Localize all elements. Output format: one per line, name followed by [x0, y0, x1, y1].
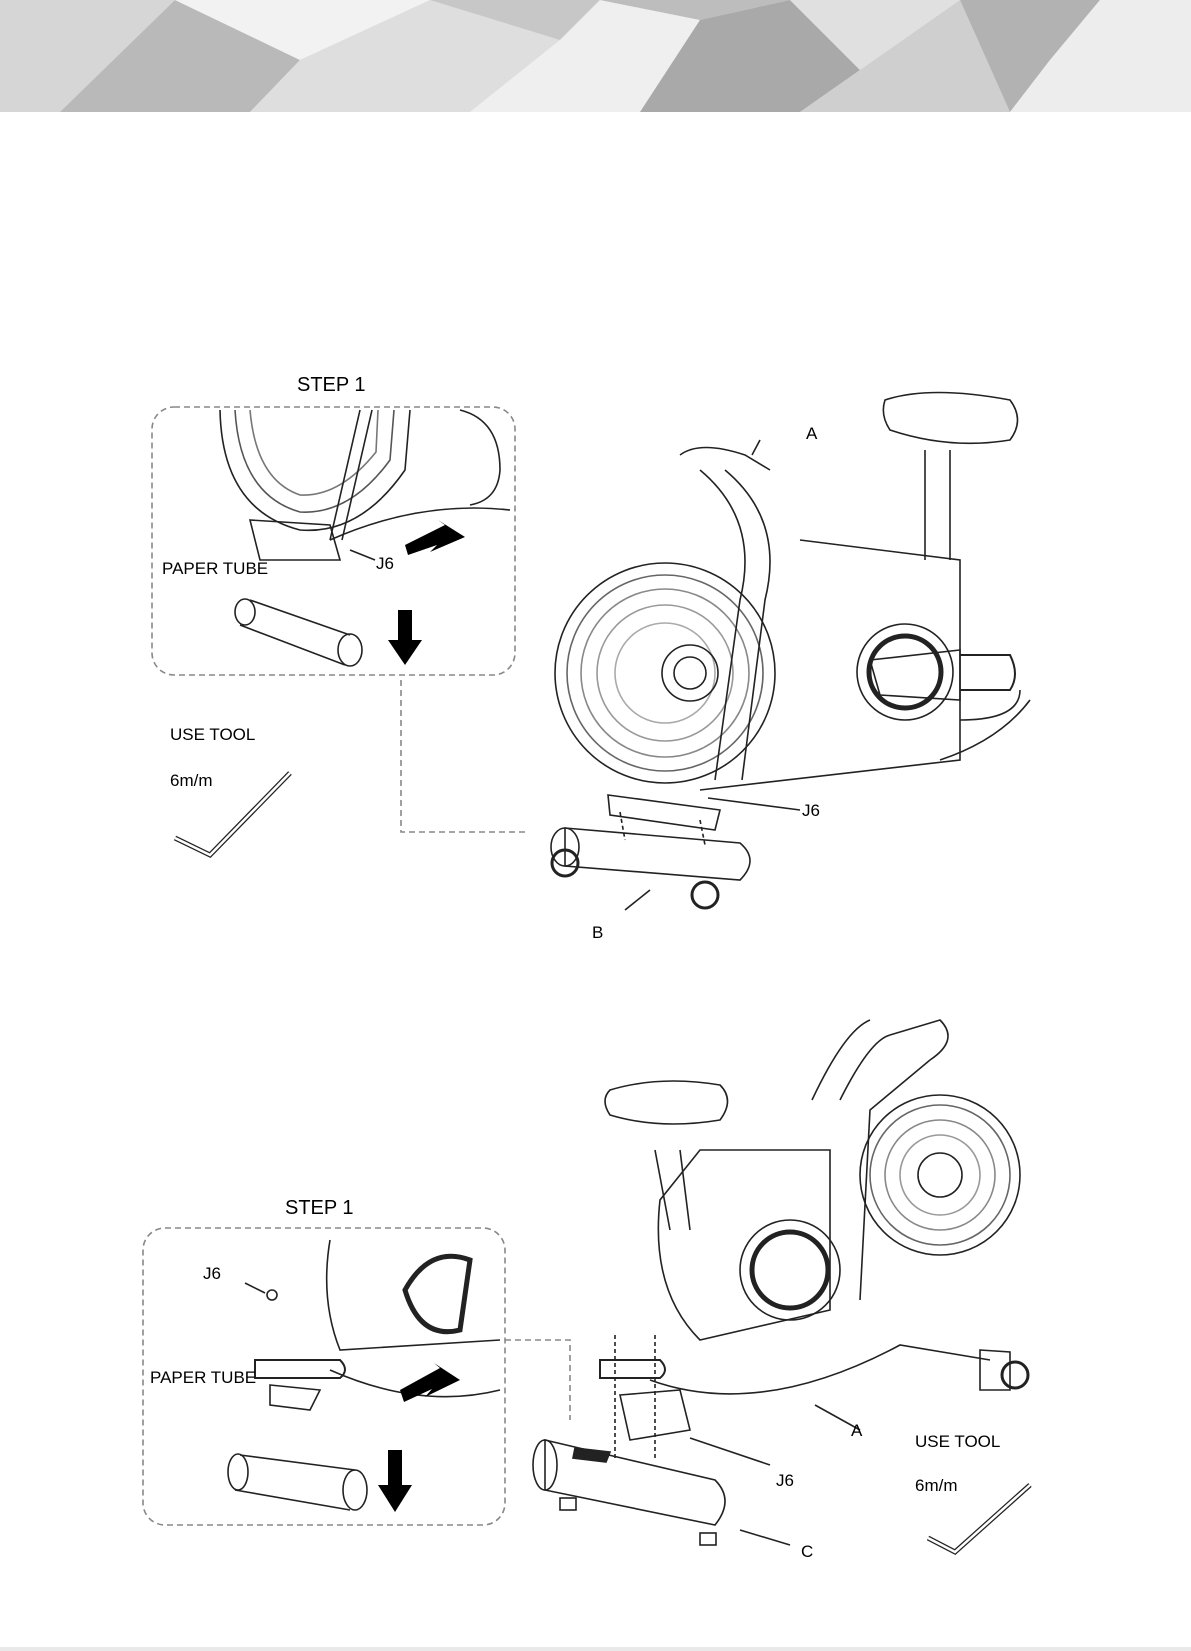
bolt-label-main-2: J6	[776, 1472, 794, 1489]
bolt-label-inset-2: J6	[203, 1265, 221, 1282]
arrow-down-1	[388, 610, 422, 665]
use-tool-label-1: USE TOOL	[170, 726, 255, 743]
flywheel-2	[740, 1220, 840, 1320]
part-label-a-1: A	[806, 425, 817, 442]
paper-tube-label-2: PAPER TUBE	[150, 1369, 256, 1386]
inset-paper-tube-1	[240, 600, 350, 665]
step-title-2: STEP 1	[285, 1198, 354, 1218]
part-label-c: C	[801, 1543, 813, 1560]
seat-2	[605, 1081, 728, 1124]
part-label-b: B	[592, 924, 603, 941]
tool-size-label-1: 6m/m	[170, 772, 213, 789]
bolt-label-inset-1: J6	[376, 555, 394, 572]
frame-arm-1	[700, 470, 770, 780]
allen-key-2	[928, 1485, 1030, 1552]
part-label-a-2: A	[851, 1422, 862, 1439]
stabilizer-b	[565, 828, 750, 880]
frame-arm-2	[812, 1020, 948, 1300]
fan-1	[555, 563, 775, 783]
tool-size-label-2: 6m/m	[915, 1477, 958, 1494]
dashed-leader-1	[401, 680, 525, 832]
seat-post-2	[655, 1150, 690, 1230]
arrow-down-2	[378, 1450, 412, 1512]
inset-frame-1	[152, 407, 515, 675]
inset-flywheel-2	[405, 1256, 470, 1331]
bolt-label-main-1: J6	[802, 802, 820, 819]
inset-paper-tube-2	[235, 1455, 355, 1510]
stabilizer-c	[545, 1440, 725, 1525]
dashed-leader-2	[505, 1340, 570, 1420]
bottom-rule	[0, 1647, 1191, 1651]
seat-post-1	[925, 450, 950, 560]
step-title-1: STEP 1	[297, 375, 366, 395]
use-tool-label-2: USE TOOL	[915, 1433, 1000, 1450]
fan-2	[860, 1095, 1020, 1255]
arrow-right-1	[405, 520, 465, 555]
paper-tube-label-1: PAPER TUBE	[162, 560, 268, 577]
seat-1	[883, 393, 1017, 444]
